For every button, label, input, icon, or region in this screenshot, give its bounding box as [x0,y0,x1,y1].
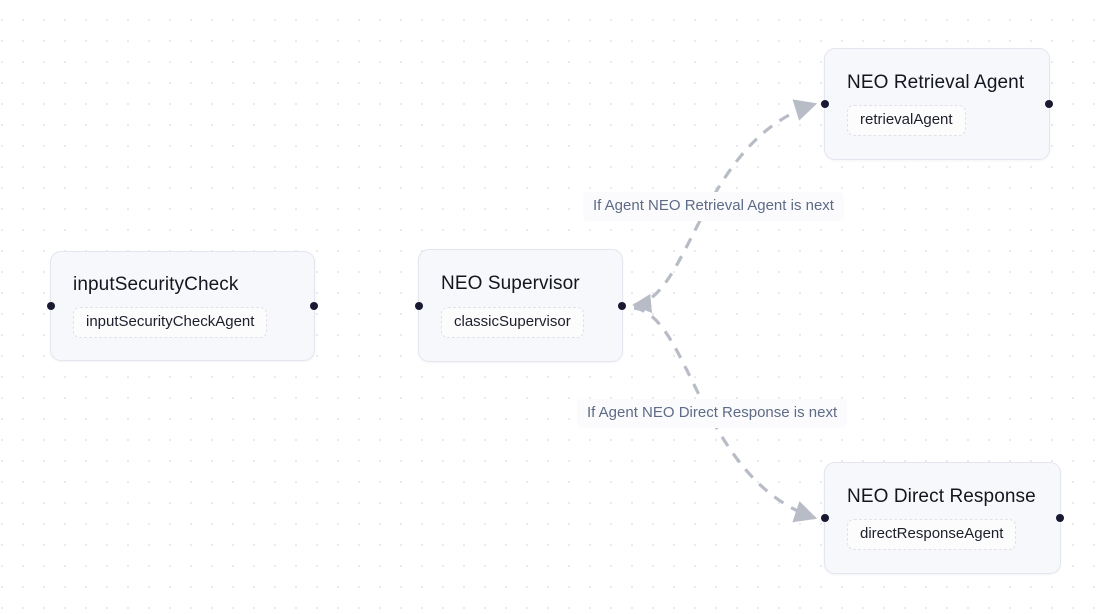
node-neo-supervisor[interactable]: NEO Supervisor classicSupervisor [415,249,626,362]
node-handle-left-icon[interactable] [415,301,423,310]
node-title: inputSecurityCheck [73,273,239,295]
node-handle-left-icon[interactable] [821,514,829,522]
node-handle-right-icon[interactable] [618,301,626,310]
node-title: NEO Supervisor [441,273,580,295]
node-neo-direct-response[interactable]: NEO Direct Response directResponseAgent [821,462,1064,574]
node-neo-retrieval-agent[interactable]: NEO Retrieval Agent retrievalAgent [821,48,1053,160]
node-title: NEO Retrieval Agent [847,71,1025,93]
node-handle-right-icon[interactable] [1056,514,1064,522]
node-title: NEO Direct Response [847,485,1036,507]
edge-label-supervisor-to-retrieval[interactable]: If Agent NEO Retrieval Agent is next [583,192,844,221]
node-handle-left-icon[interactable] [821,100,829,108]
edge-label-supervisor-to-direct-response[interactable]: If Agent NEO Direct Response is next [577,399,848,428]
node-badge[interactable]: retrievalAgent [847,105,966,137]
node-badge[interactable]: directResponseAgent [847,519,1017,551]
node-handle-left-icon[interactable] [47,302,55,310]
node-badge[interactable]: classicSupervisor [441,306,584,338]
node-input-security-check[interactable]: inputSecurityCheck inputSecurityCheckAge… [47,251,318,361]
node-handle-right-icon[interactable] [1045,100,1053,108]
node-handle-right-icon[interactable] [310,302,318,310]
node-badge[interactable]: inputSecurityCheckAgent [73,307,268,339]
